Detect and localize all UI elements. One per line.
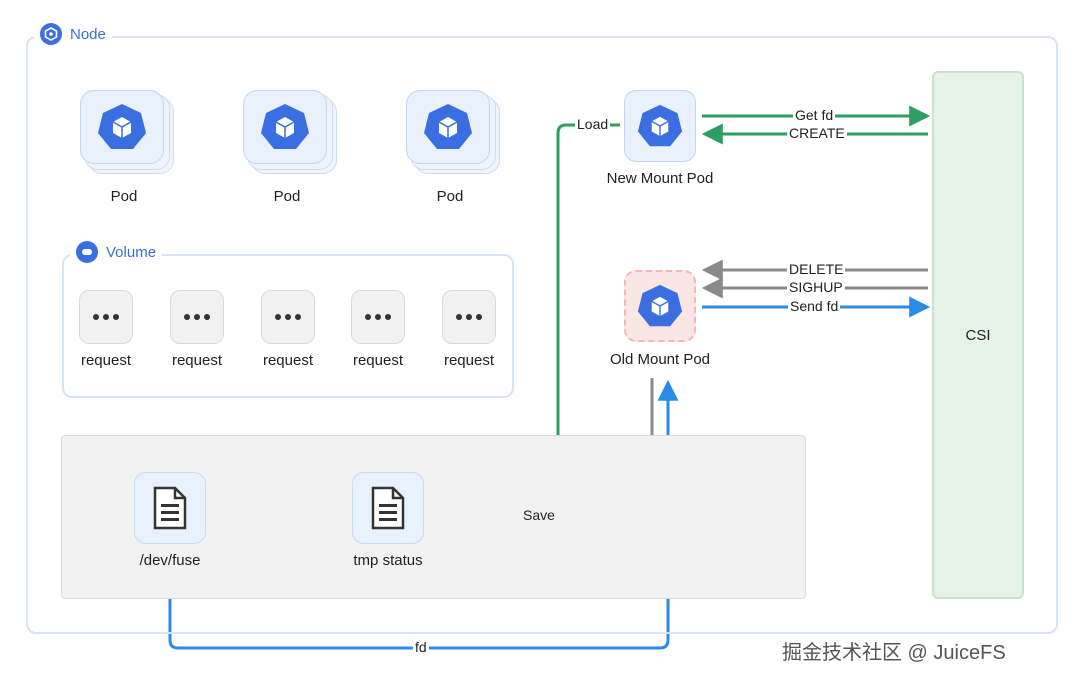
volume-title: Volume: [70, 241, 163, 263]
dot-icon: [375, 314, 381, 320]
dot-icon: [476, 314, 482, 320]
save-label: Save: [521, 507, 557, 523]
request-label: request: [262, 352, 314, 369]
pod-icon: [98, 104, 146, 149]
old-mount-pod-tile: [624, 270, 696, 342]
document-icon: [153, 486, 187, 530]
dot-icon: [456, 314, 462, 320]
pod-3: [406, 90, 506, 190]
node-title-text: Node: [70, 25, 106, 43]
dot-icon: [285, 314, 291, 320]
volume-title-text: Volume: [106, 243, 157, 261]
dot-icon: [103, 314, 109, 320]
dot-icon: [113, 314, 119, 320]
load-label: Load: [575, 116, 611, 132]
node-title: Node: [34, 23, 112, 45]
sighup-label: SIGHUP: [787, 279, 845, 295]
delete-label: DELETE: [787, 261, 846, 277]
dot-icon: [184, 314, 190, 320]
pod-label: Pod: [273, 188, 301, 205]
pod-icon: [637, 284, 683, 327]
request-tile: [79, 290, 133, 344]
request-label: request: [352, 352, 404, 369]
dot-icon: [365, 314, 371, 320]
dot-icon: [295, 314, 301, 320]
dot-icon: [194, 314, 200, 320]
request-tile: [351, 290, 405, 344]
dot-icon: [93, 314, 99, 320]
pod-icon: [637, 104, 683, 147]
pod-icon: [261, 104, 309, 149]
volume-icon: [76, 241, 98, 263]
new-mount-pod-label: New Mount Pod: [606, 170, 714, 187]
dot-icon: [466, 314, 472, 320]
tmp-status-tile: [352, 472, 424, 544]
dev-fuse-tile: [134, 472, 206, 544]
request-label: request: [80, 352, 132, 369]
volume-frame: [62, 254, 514, 398]
dev-fuse-label: /dev/fuse: [139, 552, 201, 569]
pod-label: Pod: [110, 188, 138, 205]
dot-icon: [204, 314, 210, 320]
document-icon: [371, 486, 405, 530]
old-mount-pod-label: Old Mount Pod: [609, 351, 711, 368]
pod-1: [80, 90, 180, 190]
csi-label: CSI: [965, 326, 991, 344]
request-label: request: [443, 352, 495, 369]
dot-icon: [385, 314, 391, 320]
node-frame: [26, 36, 1058, 634]
get-fd-label: Get fd: [793, 107, 836, 123]
kubernetes-icon: [40, 23, 62, 45]
create-label: CREATE: [787, 125, 847, 141]
pod-label: Pod: [436, 188, 464, 205]
request-label: request: [171, 352, 223, 369]
send-fd-label: Send fd: [788, 298, 841, 314]
pod-icon: [424, 104, 472, 149]
fd-label: fd: [413, 639, 429, 655]
request-tile: [442, 290, 496, 344]
watermark: 掘金技术社区 @ JuiceFS: [782, 642, 1006, 664]
dot-icon: [275, 314, 281, 320]
pod-2: [243, 90, 343, 190]
request-tile: [261, 290, 315, 344]
tmp-status-label: tmp status: [353, 552, 423, 569]
request-tile: [170, 290, 224, 344]
new-mount-pod-tile: [624, 90, 696, 162]
csi-box: CSI: [932, 71, 1024, 599]
